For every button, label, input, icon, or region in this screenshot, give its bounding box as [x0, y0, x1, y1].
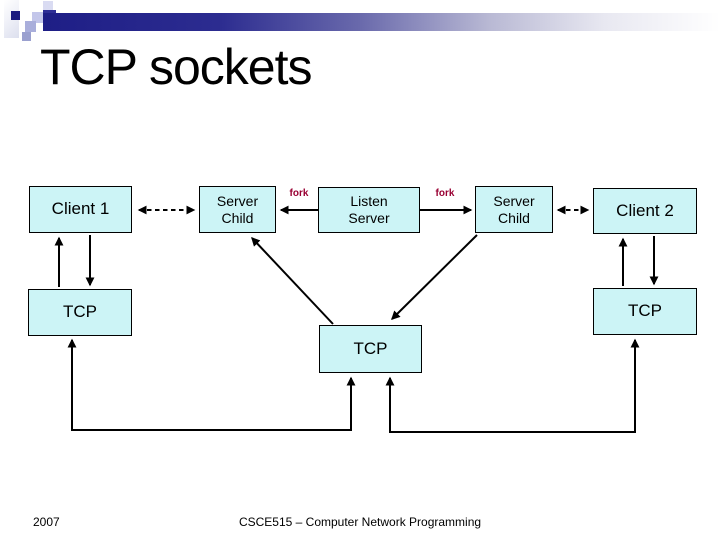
- server-child-left-label-line2: Child: [221, 209, 254, 226]
- client1-box: Client 1: [29, 186, 132, 233]
- listen-server-box: Listen Server: [318, 187, 420, 233]
- listen-server-label-line2: Server: [348, 210, 390, 226]
- tcp-right-box: TCP: [593, 288, 697, 335]
- client1-label: Client 1: [51, 199, 110, 219]
- tcp-center-box: TCP: [319, 325, 422, 373]
- arrow-serverchild-right-to-tcpcenter: [391, 234, 478, 320]
- tcp-left-label: TCP: [63, 302, 97, 322]
- connector-tcpleft-tcpcenter: [67, 338, 356, 431]
- decoration-square: [43, 1, 53, 11]
- tcp-left-box: TCP: [28, 289, 132, 336]
- tcp-center-label: TCP: [353, 338, 388, 358]
- arrow-tcpcenter-to-serverchild-left: [251, 237, 334, 325]
- server-child-left-box: Server Child: [199, 186, 276, 233]
- fork-label-left: fork: [289, 188, 309, 199]
- server-child-left-label-line1: Server: [216, 192, 259, 209]
- decoration-square: [11, 11, 20, 20]
- decoration-square: [25, 21, 36, 32]
- footer-course: CSCE515 – Computer Network Programming: [238, 515, 482, 529]
- server-child-right-label-line2: Child: [498, 209, 530, 226]
- decoration-square: [32, 12, 43, 23]
- connector-tcpcenter-tcpright: [385, 338, 640, 433]
- header-gradient-bar: [43, 13, 720, 31]
- tcp-right-label: TCP: [628, 301, 662, 321]
- footer-year: 2007: [33, 515, 60, 529]
- client2-box: Client 2: [593, 188, 697, 234]
- fork-label-right: fork: [435, 188, 455, 199]
- server-child-right-box: Server Child: [475, 186, 553, 233]
- client2-label: Client 2: [616, 200, 674, 220]
- decoration-square: [22, 32, 31, 41]
- listen-server-label-line1: Listen: [350, 193, 388, 210]
- server-child-right-label-line1: Server: [493, 192, 535, 209]
- slide-title: TCP sockets: [40, 39, 312, 95]
